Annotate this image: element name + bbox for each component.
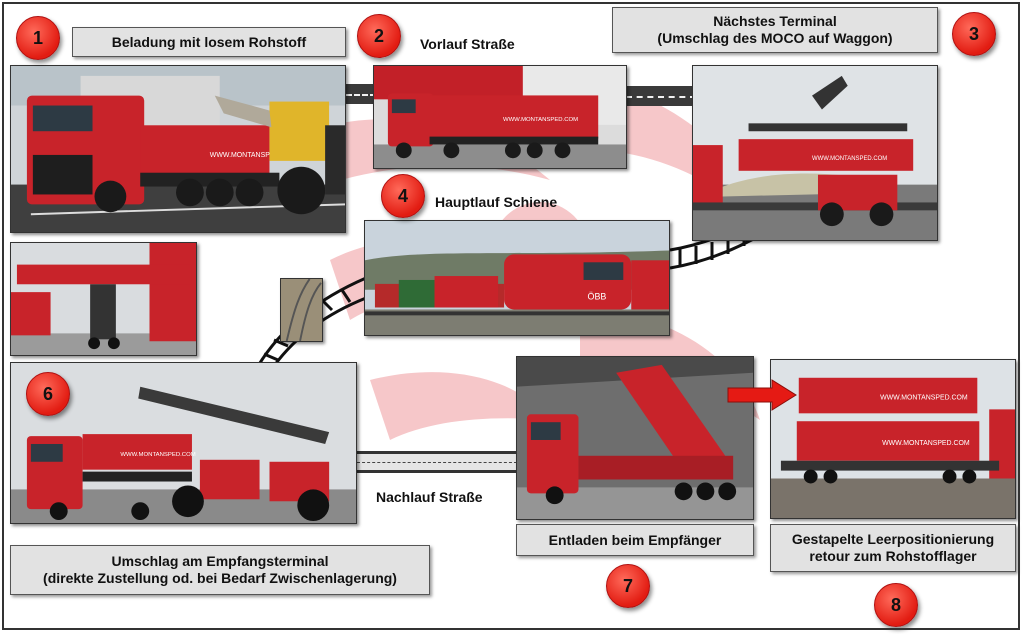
- photo-unloading: [516, 356, 754, 520]
- container-text: WWW.MONTANSPED.COM: [880, 395, 968, 402]
- container-text: WWW.MONTANSPED.COM: [882, 440, 970, 447]
- step-badge-2: 2: [357, 14, 401, 58]
- container-text: WWW.MONTANSPED.COM: [120, 452, 195, 458]
- photo-receiving-terminal: WWW.MONTANSPED.COM: [10, 362, 357, 524]
- step-3-label-line2: (Umschlag des MOCO auf Waggon): [657, 30, 893, 46]
- container-text: WWW.MONTANSPED.COM: [812, 156, 887, 162]
- step-8-label-line1: Gestapelte Leerpositionierung: [791, 531, 995, 547]
- lane-marking: [357, 462, 517, 463]
- photo-stacked-empties: WWW.MONTANSPED.COM WWW.MONTANSPED.COM: [770, 359, 1016, 519]
- lane-marking: [626, 96, 696, 98]
- step-8-label-line2: retour zum Rohstofflager: [809, 548, 977, 564]
- step-4-label: Hauptlauf Schiene: [435, 194, 558, 210]
- loco-text: ÖBB: [588, 292, 607, 302]
- step-badge-8: 8: [874, 583, 918, 627]
- photo-road-pre-carriage: WWW.MONTANSPED.COM: [373, 65, 627, 169]
- nachlauf-label: Nachlauf Straße: [376, 489, 483, 505]
- step-6-label: Umschlag am Empfangsterminal (direkte Zu…: [10, 545, 430, 595]
- step-badge-3: 3: [952, 12, 996, 56]
- lane-marking: [346, 94, 376, 96]
- step-7-label-text: Entladen beim Empfänger: [548, 531, 722, 548]
- road-vorlauf-left: [346, 84, 376, 104]
- step-1-label: Beladung mit losem Rohstoff: [72, 27, 346, 57]
- photo-rail-main-run: ÖBB: [364, 220, 670, 336]
- photo-container-stacking: [10, 242, 197, 356]
- step-6-label-line2: (direkte Zustellung od. bei Bedarf Zwisc…: [43, 570, 397, 586]
- step-2-label: Vorlauf Straße: [420, 36, 515, 52]
- step-7-label: Entladen beim Empfänger: [516, 524, 754, 556]
- step-badge-7: 7: [606, 564, 650, 608]
- step-6-label-line1: Umschlag am Empfangsterminal: [111, 553, 329, 569]
- arrow-right-icon: [727, 379, 797, 411]
- photo-terminal-transshipment: WWW.MONTANSPED.COM: [692, 65, 938, 241]
- step-1-label-text: Beladung mit losem Rohstoff: [111, 33, 307, 50]
- container-text: WWW.MONTANSPED.COM: [503, 117, 578, 123]
- photo-rail-track: [280, 278, 323, 342]
- photo-loading: WWW.MONTANSPED.COM: [10, 65, 346, 233]
- step-badge-4: 4: [381, 174, 425, 218]
- container-text: WWW.MONTANSPED.COM: [210, 152, 298, 159]
- road-vorlauf-right: [626, 86, 696, 106]
- road-nachlauf: [357, 451, 517, 473]
- step-badge-6: 6: [26, 372, 70, 416]
- step-3-label-line1: Nächstes Terminal: [713, 13, 837, 29]
- step-badge-1: 1: [16, 16, 60, 60]
- step-8-label: Gestapelte Leerpositionierung retour zum…: [770, 524, 1016, 572]
- step-3-label: Nächstes Terminal (Umschlag des MOCO auf…: [612, 7, 938, 53]
